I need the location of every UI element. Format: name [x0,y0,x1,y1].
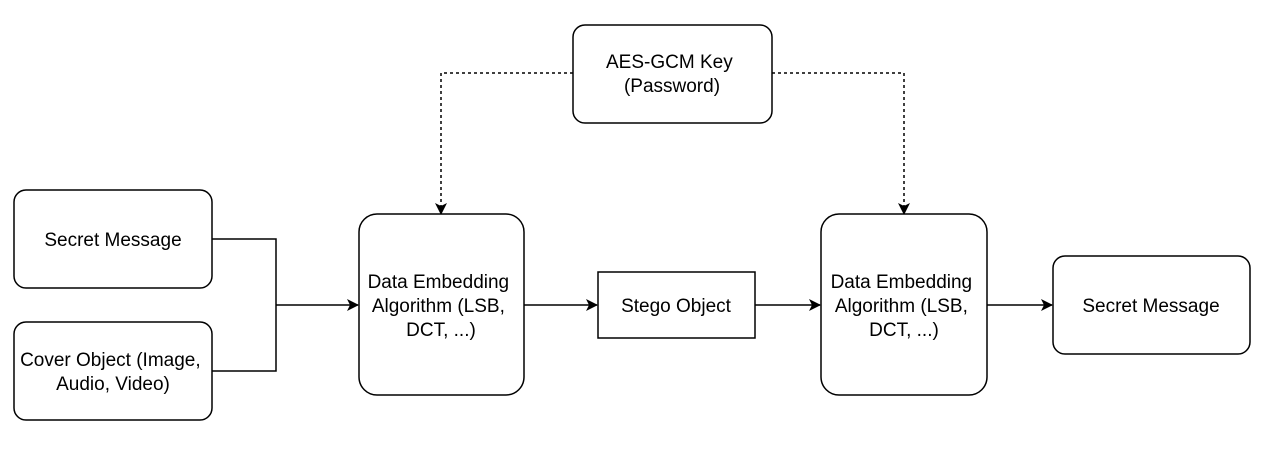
node-aes-gcm-key-line-1: AES-GCM Key [606,52,733,73]
node-data-embedding-right-line-1: Data Embedding [831,272,973,293]
svg-text:Stego Object: Stego Object [621,296,732,317]
edges [212,72,1053,372]
node-aes-gcm-key: AES-GCM Key (Password) [572,24,773,124]
svg-text:Data Embedding Algorithm: Data Embedding Algorithm (LSB, DCT, ...) [831,272,978,341]
svg-text:Data Embedding Algorithm: Data Embedding Algorithm (LSB, DCT, ...) [368,272,515,341]
node-secret-message-output-line: Secret Message [1082,296,1219,317]
edge-aes-key-to-embedding-left [435,72,573,215]
svg-text:AES-GCM Key (Password): AES-GCM Key (Password) [606,52,738,97]
node-data-embedding-left: Data Embedding Algorithm (LSB, DCT, ...) [358,213,525,396]
node-cover-object-line-2: Audio, Video) [56,374,170,395]
node-secret-message-input-line: Secret Message [44,230,181,251]
svg-text:Secret Message: Secret Message [1082,296,1219,317]
node-data-embedding-left-line-2: Algorithm (LSB, [372,296,505,317]
node-cover-object-line-1: Cover Object (Image, [20,350,201,371]
edge-aes-key-to-embedding-right [772,72,910,215]
node-data-embedding-left-line-3: DCT, ...) [406,320,476,341]
node-data-embedding-right-line-2: Algorithm (LSB, [835,296,968,317]
edge-secret-message-to-merge [212,238,277,305]
node-secret-message-input: Secret Message [13,189,213,289]
node-cover-object: Cover Object (Image, Audio, Video) [13,321,213,421]
node-data-embedding-left-line-1: Data Embedding [368,272,510,293]
node-stego-object: Stego Object [597,271,756,339]
node-stego-object-line: Stego Object [621,296,732,317]
svg-text:Secret Message: Secret Message [44,230,181,251]
edge-cover-object-to-merge [212,305,277,372]
node-data-embedding-right: Data Embedding Algorithm (LSB, DCT, ...) [820,213,988,396]
svg-text:Cover Object (Image, Aud: Cover Object (Image, Audio, Video) [20,350,206,395]
node-data-embedding-right-line-3: DCT, ...) [869,320,939,341]
node-aes-gcm-key-line-2: (Password) [624,76,720,97]
node-secret-message-output: Secret Message [1052,255,1251,355]
